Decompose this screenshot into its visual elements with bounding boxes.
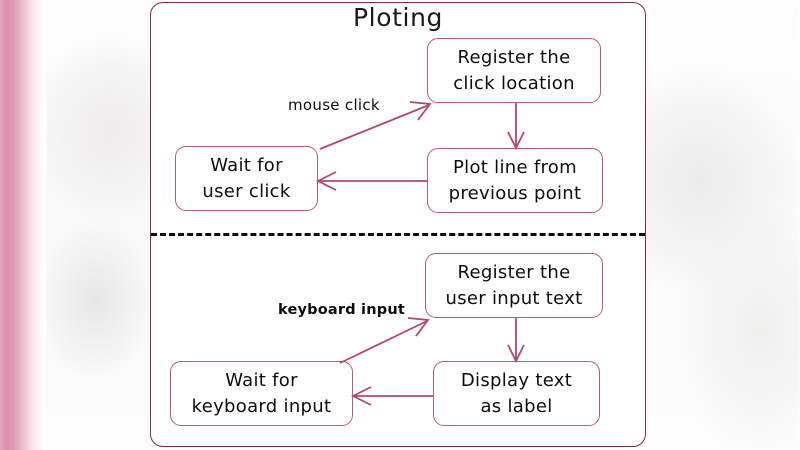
node-display-text-as-label[interactable]: Display text as label <box>433 361 600 426</box>
node-line-2: click location <box>453 72 575 94</box>
node-line-2: as label <box>480 395 553 417</box>
page-title: Ploting <box>353 3 443 32</box>
node-wait-for-keyboard-input[interactable]: Wait for keyboard input <box>170 361 353 426</box>
left-pink-gradient-stripe <box>0 0 46 450</box>
section-divider <box>151 233 645 236</box>
node-line-1: Display text <box>460 369 573 391</box>
arrow-register-to-display <box>507 318 525 364</box>
node-register-click-location[interactable]: Register the click location <box>427 38 601 103</box>
node-line-1: Wait for <box>210 154 283 176</box>
node-plot-line-previous-point[interactable]: Plot line from previous point <box>427 148 603 213</box>
node-line-2: previous point <box>448 182 582 204</box>
node-line-2: keyboard input <box>191 395 332 417</box>
node-line-2: user input text <box>445 287 583 309</box>
edge-label-mouse-click: mouse click <box>288 96 380 114</box>
node-register-user-input-text[interactable]: Register the user input text <box>425 253 603 318</box>
node-line-1: Wait for <box>225 369 298 391</box>
node-line-2: user click <box>202 180 291 202</box>
node-wait-for-user-click[interactable]: Wait for user click <box>175 146 318 211</box>
node-line-1: Register the <box>457 261 571 283</box>
edge-label-keyboard-input: keyboard input <box>278 302 405 318</box>
arrow-wait-to-register-input <box>339 317 430 364</box>
arrow-register-to-plot <box>507 103 525 151</box>
node-line-1: Register the <box>457 46 571 68</box>
node-line-1: Plot line from <box>453 156 577 178</box>
arrow-wait-to-register-click <box>319 101 432 150</box>
arrow-plot-to-wait <box>315 171 427 191</box>
arrow-display-to-wait <box>350 386 433 406</box>
